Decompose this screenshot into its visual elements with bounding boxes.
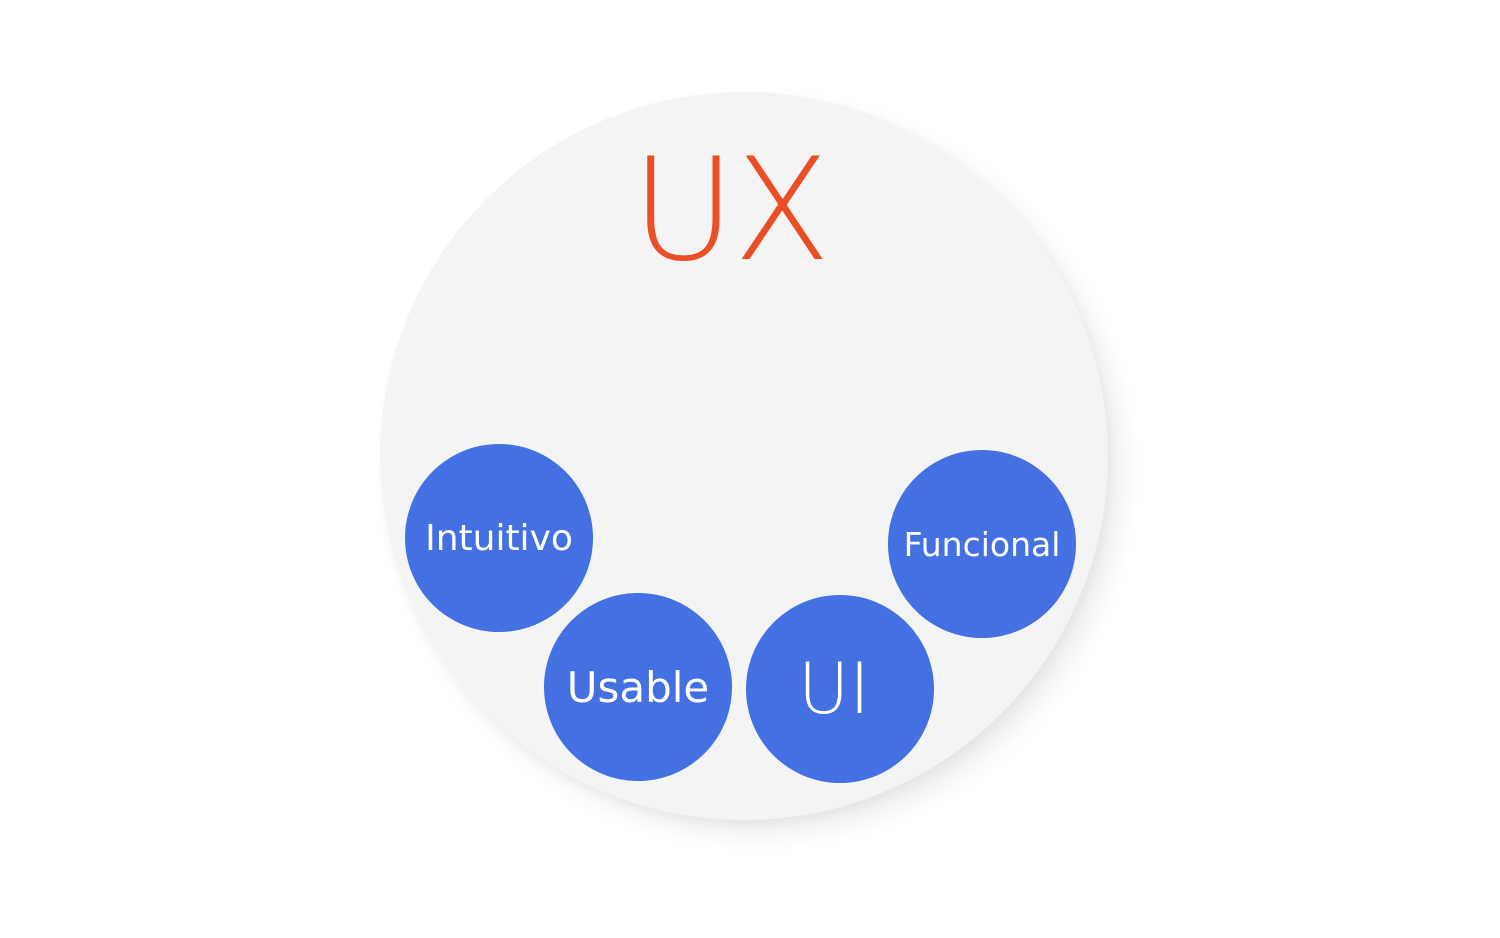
node-funcional-label: Funcional: [903, 524, 1061, 564]
node-usable: Usable: [544, 593, 732, 781]
node-intuitivo-label: Intuitivo: [425, 517, 573, 559]
node-intuitivo: Intuitivo: [405, 444, 593, 632]
node-usable-label: Usable: [566, 662, 710, 712]
node-ui-label: UI: [798, 648, 870, 730]
node-funcional: Funcional: [888, 450, 1076, 638]
node-ui: UI: [746, 595, 934, 783]
ux-title: UX: [631, 128, 830, 293]
